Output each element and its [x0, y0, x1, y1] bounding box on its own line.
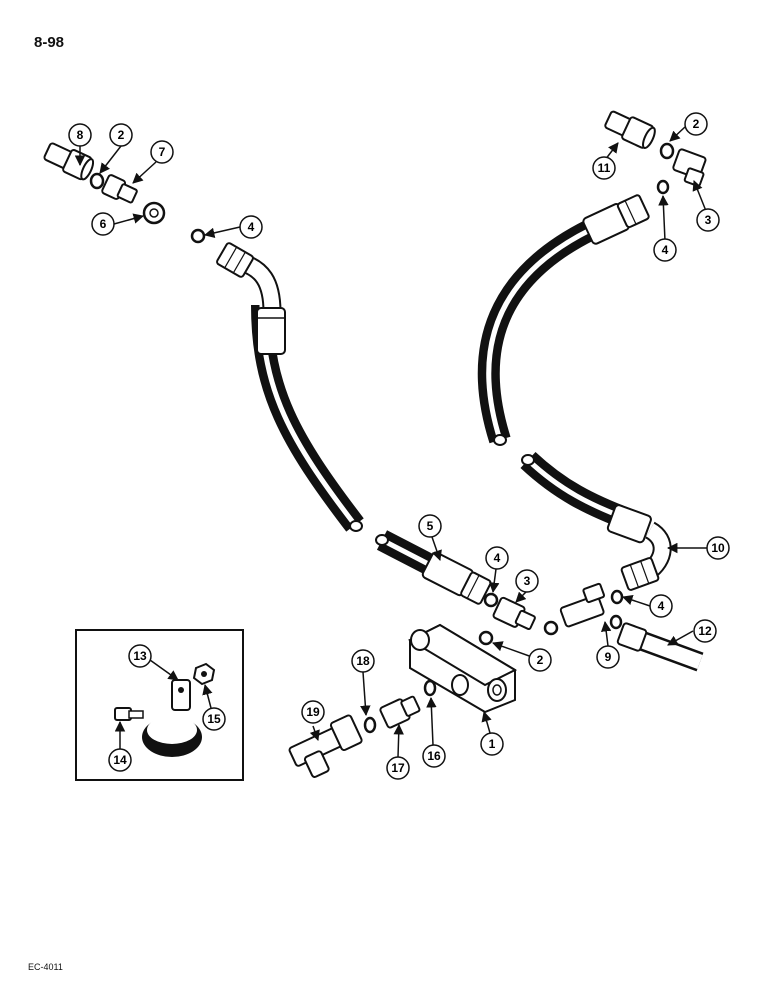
- callout-11: 11: [592, 156, 616, 180]
- callout-7: 7: [150, 140, 174, 164]
- svg-text:7: 7: [159, 145, 166, 159]
- svg-text:4: 4: [658, 599, 665, 613]
- callout-8: 8: [68, 123, 92, 147]
- callout-17: 17: [386, 756, 410, 780]
- callout-12: 12: [693, 619, 717, 643]
- tee-fitting-19: [288, 714, 363, 778]
- valve-body-1: [407, 623, 518, 714]
- callout-4: 4: [239, 215, 263, 239]
- callout-2: 2: [684, 112, 708, 136]
- svg-text:2: 2: [537, 653, 544, 667]
- o-ring-4-center-left: [483, 592, 499, 608]
- elbow-fitting-3-center: [492, 596, 536, 631]
- svg-text:3: 3: [524, 574, 531, 588]
- o-ring-4-center-right-a: [610, 589, 624, 605]
- washer-6: [142, 201, 166, 225]
- left-hose: [216, 242, 364, 532]
- svg-text:4: 4: [248, 220, 255, 234]
- callout-4: 4: [649, 594, 673, 618]
- svg-text:3: 3: [705, 213, 712, 227]
- callout-6: 6: [91, 212, 115, 236]
- callout-3: 3: [515, 569, 539, 593]
- svg-text:15: 15: [207, 712, 221, 726]
- callout-5: 5: [418, 514, 442, 538]
- callout-13: 13: [128, 644, 152, 668]
- callout-9: 9: [596, 645, 620, 669]
- figure-code: EC-4011: [28, 962, 63, 972]
- svg-text:6: 6: [100, 217, 107, 231]
- bolt-14: [114, 707, 144, 721]
- svg-text:18: 18: [356, 654, 370, 668]
- callout-4: 4: [485, 546, 509, 570]
- callout-14: 14: [108, 748, 132, 772]
- o-ring-18: [363, 716, 377, 734]
- svg-text:17: 17: [391, 761, 405, 775]
- fitting-8: [43, 142, 95, 181]
- hose-clamp-13: [142, 679, 202, 757]
- o-ring-4-top-right: [656, 179, 670, 195]
- hose-segment-5: [375, 530, 492, 605]
- callout-18: 18: [351, 649, 375, 673]
- right-lower-hose: [520, 451, 672, 591]
- tube-12: [616, 622, 704, 672]
- page-number: 8-98: [34, 34, 65, 51]
- fitting-7: [101, 174, 138, 204]
- callout-15: 15: [202, 707, 226, 731]
- o-ring-2-center-a: [478, 630, 494, 646]
- fitting-17: [379, 695, 421, 729]
- o-ring-16: [423, 679, 437, 697]
- svg-text:10: 10: [711, 541, 725, 555]
- callout-2: 2: [528, 648, 552, 672]
- callout-4: 4: [653, 238, 677, 262]
- svg-text:2: 2: [693, 117, 700, 131]
- o-ring-4-center-right-b: [609, 614, 623, 630]
- fitting-11: [604, 110, 656, 149]
- tee-fitting-9: [559, 582, 605, 628]
- clamp-inset: [75, 629, 244, 781]
- callout-1: 1: [480, 732, 504, 756]
- svg-text:4: 4: [662, 243, 669, 257]
- callout-10: 10: [706, 536, 730, 560]
- o-ring-2-top-left: [89, 172, 105, 190]
- leader-lines: [74, 126, 707, 758]
- svg-text:1: 1: [489, 737, 496, 751]
- callout-16: 16: [422, 744, 446, 768]
- svg-text:5: 5: [427, 519, 434, 533]
- svg-text:9: 9: [605, 650, 612, 664]
- callout-19: 19: [301, 700, 325, 724]
- svg-text:14: 14: [113, 753, 127, 767]
- o-ring-2-center-b: [543, 620, 559, 636]
- svg-text:13: 13: [133, 649, 147, 663]
- nut-15: [192, 662, 216, 686]
- o-ring-4-top-left: [190, 228, 206, 244]
- svg-text:16: 16: [427, 749, 441, 763]
- elbow-fitting-3-top: [672, 148, 707, 187]
- o-ring-2-top-right: [659, 142, 675, 160]
- svg-text:11: 11: [598, 161, 611, 175]
- svg-text:19: 19: [306, 705, 320, 719]
- svg-text:2: 2: [118, 128, 125, 142]
- right-upper-hose: [477, 194, 650, 446]
- callout-2: 2: [109, 123, 133, 147]
- svg-text:8: 8: [77, 128, 84, 142]
- callout-3: 3: [696, 208, 720, 232]
- svg-text:4: 4: [494, 551, 501, 565]
- svg-text:12: 12: [698, 624, 712, 638]
